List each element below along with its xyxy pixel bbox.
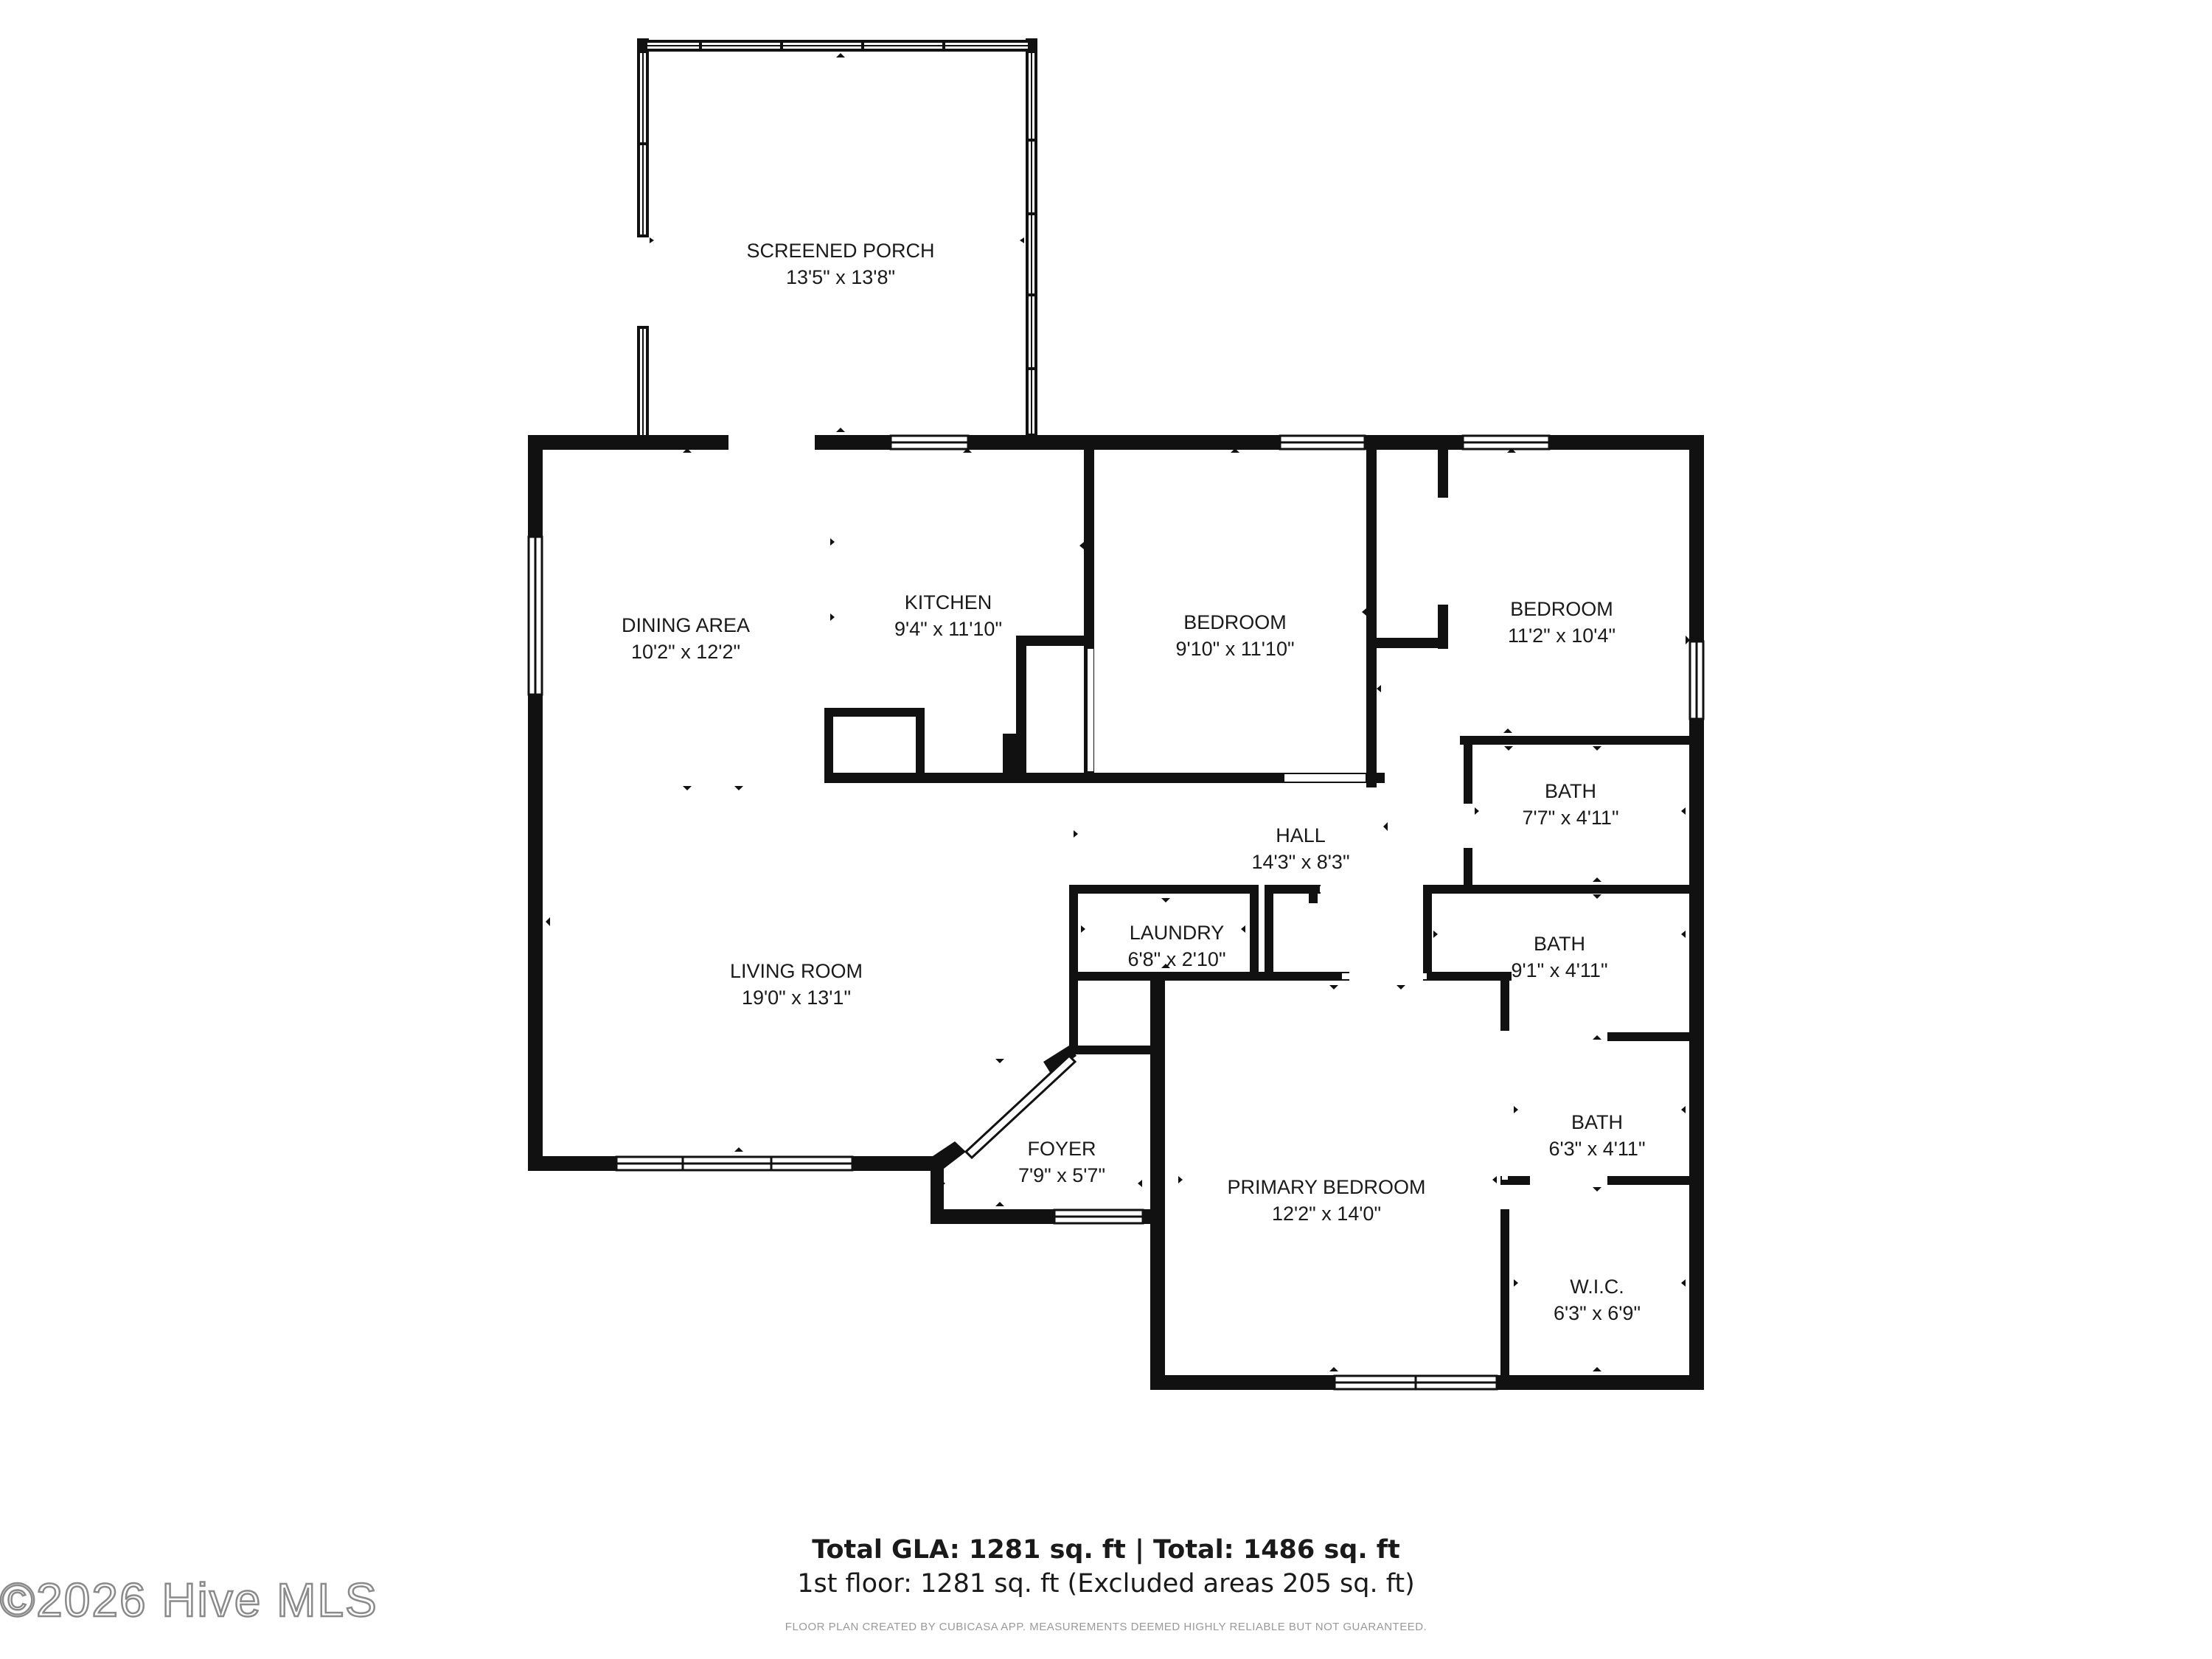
room-dimensions: 6'3" x 4'11": [1548, 1138, 1646, 1160]
copyright-watermark: ©2026 Hive MLS: [0, 1573, 378, 1628]
room-foyer: FOYER 7'9" x 5'7": [1018, 1135, 1105, 1189]
room-bath-2: BATH 9'1" x 4'11": [1511, 931, 1607, 984]
interior-door-gaps: [728, 437, 1607, 1183]
room-dimensions: 11'2" x 10'4": [1507, 625, 1616, 647]
room-bedroom-1: BEDROOM 9'10" x 11'10": [1175, 609, 1294, 662]
room-dimensions: 13'5" x 13'8": [785, 266, 896, 288]
room-name: BEDROOM: [1510, 598, 1613, 620]
room-laundry: LAUNDRY 6'8" x 2'10": [1127, 919, 1225, 973]
room-name: BATH: [1544, 780, 1596, 802]
room-kitchen: KITCHEN 9'4" x 11'10": [894, 589, 1002, 642]
room-name: SCREENED PORCH: [746, 240, 935, 262]
room-dimensions: 12'2" x 14'0": [1271, 1203, 1382, 1225]
room-bath-1: BATH 7'7" x 4'11": [1522, 778, 1618, 831]
room-name: DINING AREA: [621, 614, 751, 636]
floor-plan-disclaimer: FLOOR PLAN CREATED BY CUBICASA APP. MEAS…: [785, 1621, 1427, 1633]
room-name: BATH: [1571, 1111, 1623, 1133]
room-name: BATH: [1533, 933, 1585, 955]
room-bath-3: BATH 6'3" x 4'11": [1548, 1109, 1645, 1162]
room-dimensions: 19'0" x 13'1": [741, 987, 852, 1009]
room-living-room: LIVING ROOM 19'0" x 13'1": [730, 958, 863, 1011]
room-dining-area: DINING AREA 10'2" x 12'2": [622, 612, 750, 665]
room-name: LIVING ROOM: [729, 960, 863, 982]
total-area-summary: Total GLA: 1281 sq. ft | Total: 1486 sq.…: [812, 1535, 1400, 1565]
room-dimensions: 9'10" x 11'10": [1175, 638, 1295, 660]
room-dimensions: 9'1" x 4'11": [1511, 959, 1608, 981]
room-screened-porch: SCREENED PORCH 13'5" x 13'8": [746, 237, 934, 291]
room-name: PRIMARY BEDROOM: [1227, 1176, 1426, 1198]
room-name: BEDROOM: [1183, 611, 1287, 633]
room-name: W.I.C.: [1570, 1276, 1624, 1298]
exterior-windows: [527, 434, 1705, 1391]
room-dimensions: 7'7" x 4'11": [1522, 807, 1619, 829]
room-bedroom-2: BEDROOM 11'2" x 10'4": [1508, 596, 1615, 649]
room-dimensions: 10'2" x 12'2": [630, 641, 741, 663]
room-name: KITCHEN: [904, 591, 992, 613]
room-primary-bedroom: PRIMARY BEDROOM 12'2" x 14'0": [1227, 1174, 1425, 1227]
room-name: HALL: [1276, 824, 1326, 846]
exterior-walls: [528, 435, 1704, 1390]
room-name: LAUNDRY: [1129, 922, 1225, 944]
floor-area-summary: 1st floor: 1281 sq. ft (Excluded areas 2…: [797, 1569, 1415, 1599]
room-dimensions: 9'4" x 11'10": [894, 618, 1003, 640]
room-dimensions: 6'3" x 6'9": [1553, 1302, 1641, 1324]
interior-walls: [824, 442, 1703, 1386]
room-dimensions: 6'8" x 2'10": [1127, 948, 1226, 970]
room-hall: HALL 14'3" x 8'3": [1251, 822, 1349, 875]
room-dimensions: 7'9" x 5'7": [1018, 1164, 1106, 1186]
room-wic: W.I.C. 6'3" x 6'9": [1554, 1273, 1641, 1326]
room-dimensions: 14'3" x 8'3": [1251, 851, 1350, 873]
dimension-markers: [546, 53, 1690, 1371]
room-name: FOYER: [1027, 1138, 1096, 1160]
